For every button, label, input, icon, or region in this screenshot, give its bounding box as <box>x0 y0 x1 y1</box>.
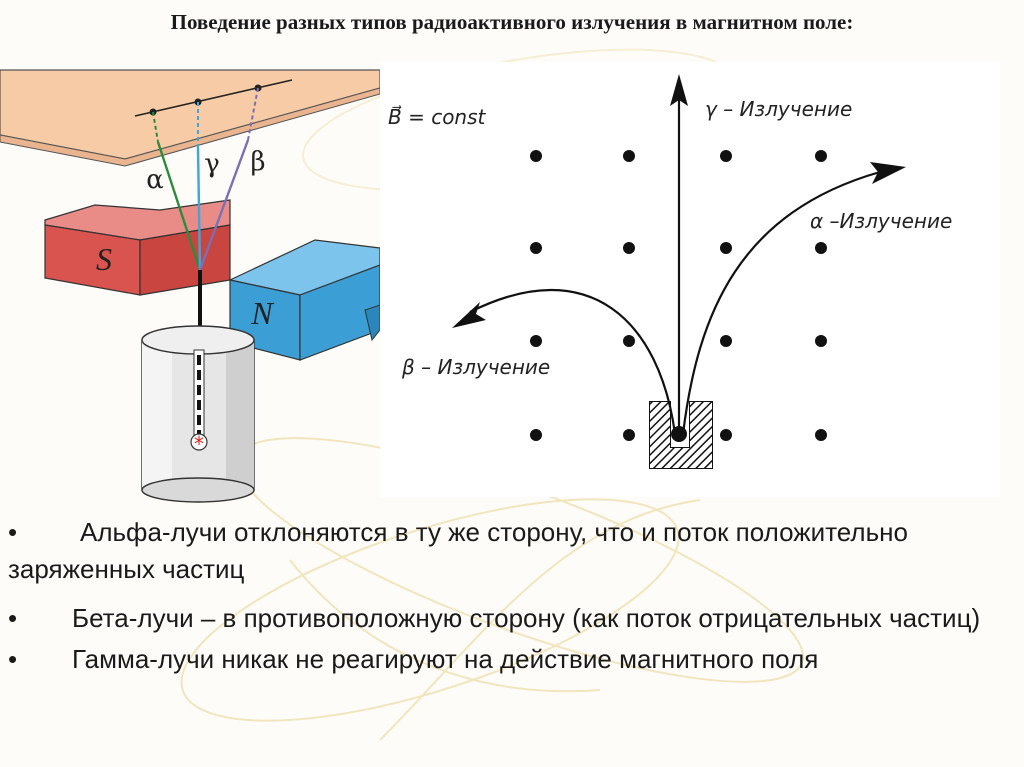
beta-label: β – Излучение <box>401 355 550 379</box>
lead-container: * <box>141 325 255 503</box>
bullet-text: Гамма-лучи никак не реагируют на действи… <box>72 644 819 674</box>
pole-n-label: N <box>250 295 274 331</box>
alpha-trajectory <box>681 170 881 435</box>
gamma-label: γ <box>204 149 220 179</box>
field-dots <box>530 150 827 441</box>
bullet-marker: • <box>8 603 18 633</box>
magnet-s <box>44 199 231 296</box>
gamma-ray <box>196 147 202 271</box>
radiation-source <box>649 401 713 469</box>
bullet-alpha: • Альфа-лучи отклоняются в ту же сторону… <box>8 514 1013 588</box>
bullet-text: Альфа-лучи отклоняются в ту же сторону, … <box>8 517 908 584</box>
beta-trajectory <box>469 288 677 435</box>
bullet-marker: • <box>8 517 18 547</box>
beta-arrow-icon <box>452 302 486 328</box>
field-label: B⃗ = const <box>388 104 487 129</box>
beta-label: β <box>250 147 265 177</box>
alpha-arrow-icon <box>870 162 906 184</box>
bullet-text: Бета-лучи – в противоположную сторону (к… <box>72 603 981 633</box>
bullet-list: • Альфа-лучи отклоняются в ту же сторону… <box>8 514 1013 678</box>
alpha-label: α –Излучение <box>810 209 952 233</box>
trajectory-diagram: B⃗ = const γ – Излучение α –Излучение β … <box>380 62 1000 497</box>
magnet-n <box>228 239 380 361</box>
pole-s-label: S <box>96 241 112 277</box>
source-star-icon: * <box>194 432 204 456</box>
slide-title: Поведение разных типов радиоактивного из… <box>170 10 854 34</box>
beta-ray <box>198 139 250 271</box>
magnet-experiment-figure: * α γ β S N <box>0 69 380 503</box>
bullet-marker: • <box>8 644 18 674</box>
alpha-label: α <box>146 165 164 195</box>
bullet-beta: • Бета-лучи – в противоположную сторону … <box>8 600 1013 637</box>
alpha-ray <box>156 141 202 271</box>
bullet-gamma: • Гамма-лучи никак не реагируют на дейст… <box>8 641 1013 678</box>
gamma-arrow-icon <box>670 74 688 106</box>
gamma-label: γ – Излучение <box>705 97 852 121</box>
